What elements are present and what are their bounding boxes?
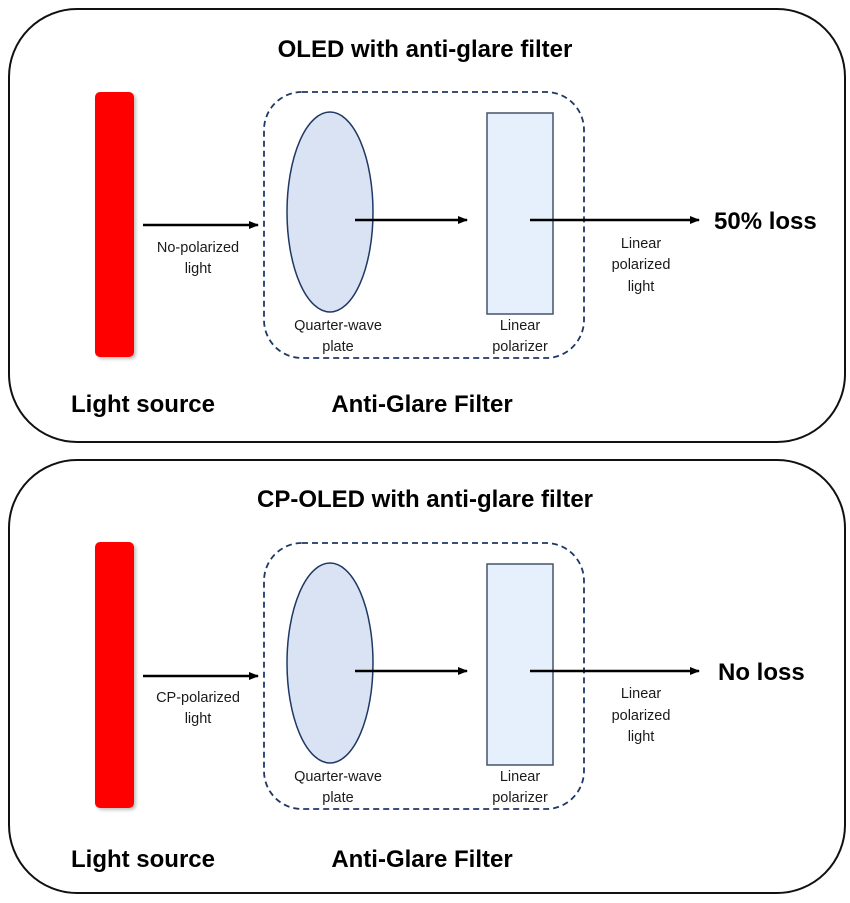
result-label: No loss	[718, 659, 805, 686]
quarter-wave-label: plate	[322, 339, 353, 355]
anti-glare-filter-box	[263, 91, 585, 359]
panel-frame	[8, 459, 846, 894]
polarizer-label: polarizer	[492, 790, 548, 806]
output-label: Linear	[621, 686, 661, 702]
filter-label: Anti-Glare Filter	[331, 846, 512, 873]
panel-title: CP-OLED with anti-glare filter	[257, 486, 593, 513]
light-source-label: Light source	[71, 391, 215, 418]
output-label: polarized	[612, 257, 671, 273]
input-label: CP-polarized	[156, 690, 240, 706]
output-label: light	[628, 279, 655, 295]
polarizer-label: Linear	[500, 318, 540, 334]
linear-polarizer	[486, 112, 554, 315]
output-label: light	[628, 729, 655, 745]
quarter-wave-plate	[286, 562, 374, 764]
result-label: 50% loss	[714, 208, 817, 235]
light-source-label: Light source	[71, 846, 215, 873]
filter-label: Anti-Glare Filter	[331, 391, 512, 418]
panel-frame	[8, 8, 846, 443]
quarter-wave-label: Quarter-wave	[294, 769, 382, 785]
output-label: Linear	[621, 236, 661, 252]
output-label: polarized	[612, 708, 671, 724]
panel-title: OLED with anti-glare filter	[278, 36, 573, 63]
input-label: light	[185, 261, 212, 277]
polarizer-label: Linear	[500, 769, 540, 785]
panel-cp-oled: CP-OLED with anti-glare filter CP-polari…	[8, 459, 846, 894]
quarter-wave-label: Quarter-wave	[294, 318, 382, 334]
light-source-bar	[95, 92, 134, 357]
panel-oled: OLED with anti-glare filter No-polarized…	[8, 8, 846, 443]
linear-polarizer	[486, 563, 554, 766]
light-source-bar	[95, 542, 134, 808]
anti-glare-filter-box	[263, 542, 585, 810]
input-label: No-polarized	[157, 240, 239, 256]
polarizer-label: polarizer	[492, 339, 548, 355]
input-label: light	[185, 711, 212, 727]
quarter-wave-plate	[286, 111, 374, 313]
quarter-wave-label: plate	[322, 790, 353, 806]
